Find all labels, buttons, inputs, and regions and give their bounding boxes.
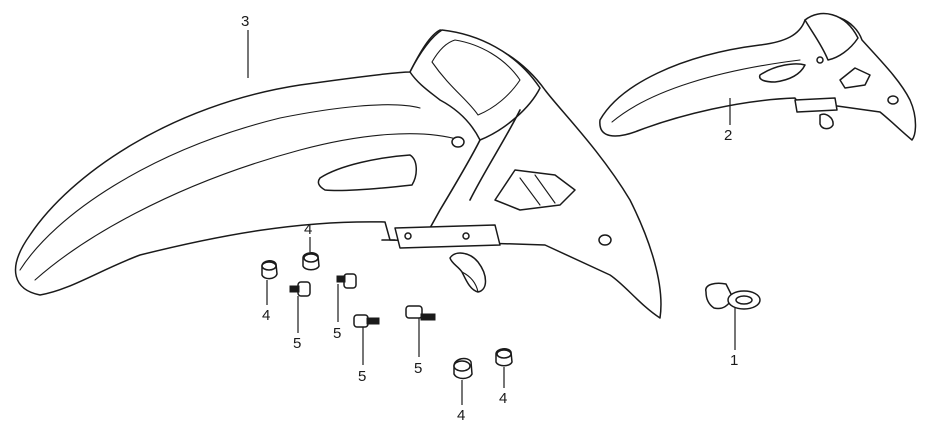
nut-d-top [496,349,512,359]
callout-rear-fender: 3 [241,13,249,30]
callout-front-fender: 2 [724,127,732,144]
rear-fender-edge-line [19,104,421,271]
front-fender-vent-right [839,67,871,89]
bolt-d-head [405,305,423,319]
front-fender-vent-left [758,63,806,83]
rear-fender-bolt-hole [598,234,612,246]
bolt-a [289,281,311,297]
front-fender [599,12,917,141]
callout-bolt-b: 5 [333,325,341,342]
callout-nut-b: 4 [304,221,312,238]
rear-fender-crease-line [34,133,461,281]
nut-b-top [303,253,319,263]
callout-nut-d: 4 [499,390,507,407]
bolt-d-shank [420,313,436,321]
front-fender-bolt-hole [887,95,899,105]
bolt-b-head [343,273,357,289]
rear-fender-rail-opening [431,39,521,116]
rear-fender-vent-left [317,154,417,192]
rear-fender-vent-right [494,169,576,211]
bolt-a-shank [289,285,300,293]
front-fender-tip [804,12,859,61]
bolt-c-head [353,314,369,328]
bracket-hole-right [462,232,470,240]
callout-nut-c: 4 [457,407,465,424]
front-fender-hole [816,56,824,64]
callout-bolt-d: 5 [414,360,422,377]
nut-a-top [261,261,277,271]
rear-fender-strut-line [429,139,481,229]
rear-fender-grab-rail [409,29,541,141]
bolt-c-shank [366,317,380,325]
bracket-hole-left [404,232,412,240]
front-fender-edge-line [611,59,801,123]
callout-nut-a: 4 [262,307,270,324]
rear-fender-strut-line-2 [469,109,521,201]
bolt-b [336,273,357,289]
nut-a [261,260,278,280]
leader-lines [247,30,736,405]
front-fender-bracket [794,97,838,113]
front-fender-hook [819,113,834,130]
callout-bolt-a: 5 [293,335,301,352]
nut-c [453,357,473,380]
rear-fender [14,29,662,319]
bolt-a-head [297,281,311,297]
bolt-c [353,314,380,328]
bolt-d [405,305,436,321]
callout-grommet: 1 [730,352,738,369]
grommet-part [705,282,761,310]
callout-labels: 3 2 1 4 4 4 4 5 5 5 5 [241,13,738,424]
rear-fender-hook [449,252,487,293]
hook-detail [461,271,479,293]
grommet-body [705,282,733,310]
callout-bolt-c: 5 [358,368,366,385]
nut-b [302,252,320,271]
rear-fender-vent-hatch [519,174,556,206]
nut-d [495,348,513,367]
nut-c-top [453,360,471,372]
rear-fender-bracket [394,224,501,249]
grommet-ring-inner [735,295,753,305]
bolt-b-shank [336,275,346,283]
rear-fender-mount-hole [451,136,465,148]
